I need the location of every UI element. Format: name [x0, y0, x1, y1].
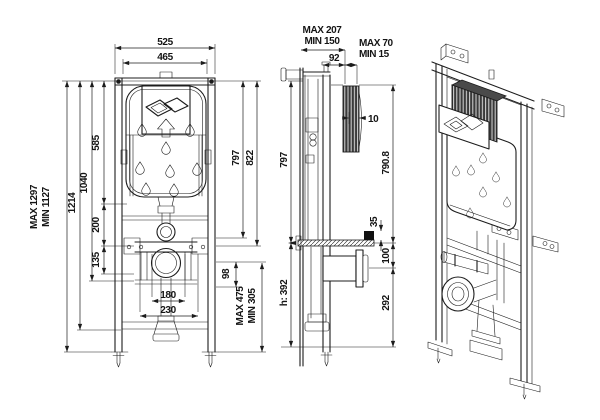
outlet-opening — [150, 247, 182, 279]
side-dim-top: MAX 207 MIN 150 92 MAX 70 MIN 15 10 — [300, 25, 394, 125]
front-dim-left: 585 200 135 1040 1214 MAX 1297 MIN 1127 — [29, 81, 134, 353]
dim-side-292: 292 — [381, 294, 392, 310]
dim-front-1040: 1040 — [79, 172, 90, 193]
dim-side-depth-max: MAX 207 — [303, 25, 343, 36]
iso-cistern — [438, 79, 517, 255]
wall-range-block — [331, 84, 362, 153]
flush-button-icon — [443, 116, 469, 133]
inlet-pipe — [443, 251, 489, 275]
dim-side-wall-max: MAX 70 — [359, 38, 394, 49]
front-frame — [62, 71, 261, 353]
flush-button-icon — [163, 97, 189, 113]
wc-outlet-ring — [441, 276, 475, 312]
rod-tip — [288, 241, 296, 245]
dim-front-822: 822 — [245, 149, 256, 165]
flush-button-icon — [460, 113, 484, 131]
solid-block — [364, 231, 374, 240]
threaded-rod — [297, 239, 375, 247]
dim-front-min-height: MIN 1127 — [41, 186, 52, 226]
dim-front-1214: 1214 — [67, 192, 78, 213]
front-cistern — [120, 85, 212, 198]
dim-front-230: 230 — [160, 305, 176, 316]
water-drops — [135, 123, 202, 197]
dim-side-790: 790.8 — [381, 151, 392, 175]
side-pipework — [288, 231, 375, 332]
flush-button-icon — [145, 99, 173, 117]
side-frame — [280, 61, 333, 367]
front-dim-bottom: 180 230 — [139, 254, 199, 319]
dim-side-h392: h: 392 — [279, 279, 290, 306]
dim-front-200: 200 — [91, 216, 102, 232]
side-dim-right: 790.8 100 292 35 — [331, 84, 396, 348]
screw-icon — [209, 79, 214, 84]
inlet-opening — [156, 222, 176, 242]
iso-brackets — [440, 43, 565, 253]
dim-side-35: 35 — [369, 216, 380, 227]
dim-side-depth-min: MIN 150 — [305, 36, 341, 47]
top-tab — [159, 71, 173, 79]
dim-side-797: 797 — [279, 151, 290, 167]
screw-icon — [116, 79, 121, 84]
isometric-view — [427, 43, 565, 400]
iso-feet — [427, 341, 541, 400]
dim-side-92: 92 — [329, 53, 340, 64]
dim-front-135: 135 — [91, 251, 102, 267]
front-pipework — [121, 196, 209, 342]
front-view: 525 465 585 200 135 1040 1214 MAX 129 — [29, 37, 266, 368]
dim-front-180: 180 — [160, 290, 176, 301]
dim-front-inner-width: 465 — [157, 52, 173, 63]
outlet-branch — [322, 255, 357, 282]
dim-front-max-height: MAX 1297 — [29, 184, 40, 229]
dim-side-10: 10 — [368, 114, 379, 125]
front-feet — [111, 351, 219, 368]
dim-front-outer-width: 525 — [157, 37, 173, 48]
side-view: MAX 207 MIN 150 92 MAX 70 MIN 15 10 797 … — [279, 25, 396, 367]
dim-side-100: 100 — [381, 247, 392, 263]
flush-plate — [438, 104, 490, 150]
front-dim-right: 797 822 98 MAX 475 MIN 305 — [216, 81, 266, 353]
front-dim-top: 525 465 — [114, 37, 216, 74]
dim-front-797: 797 — [231, 149, 242, 165]
drain-bell — [469, 339, 503, 361]
dim-side-wall-min: MIN 15 — [359, 49, 390, 60]
top-bolt — [488, 69, 495, 80]
dim-front-outlet-max: MAX 475 — [235, 286, 246, 326]
side-dim-left: 797 h: 392 — [279, 80, 331, 348]
arrow-up-icon — [157, 118, 175, 138]
dim-front-98: 98 — [221, 268, 232, 279]
iso-pipework — [440, 221, 519, 361]
dim-front-585: 585 — [91, 134, 102, 150]
dim-front-outlet-min: MIN 305 — [247, 288, 258, 324]
flush-plate-box — [141, 85, 191, 135]
